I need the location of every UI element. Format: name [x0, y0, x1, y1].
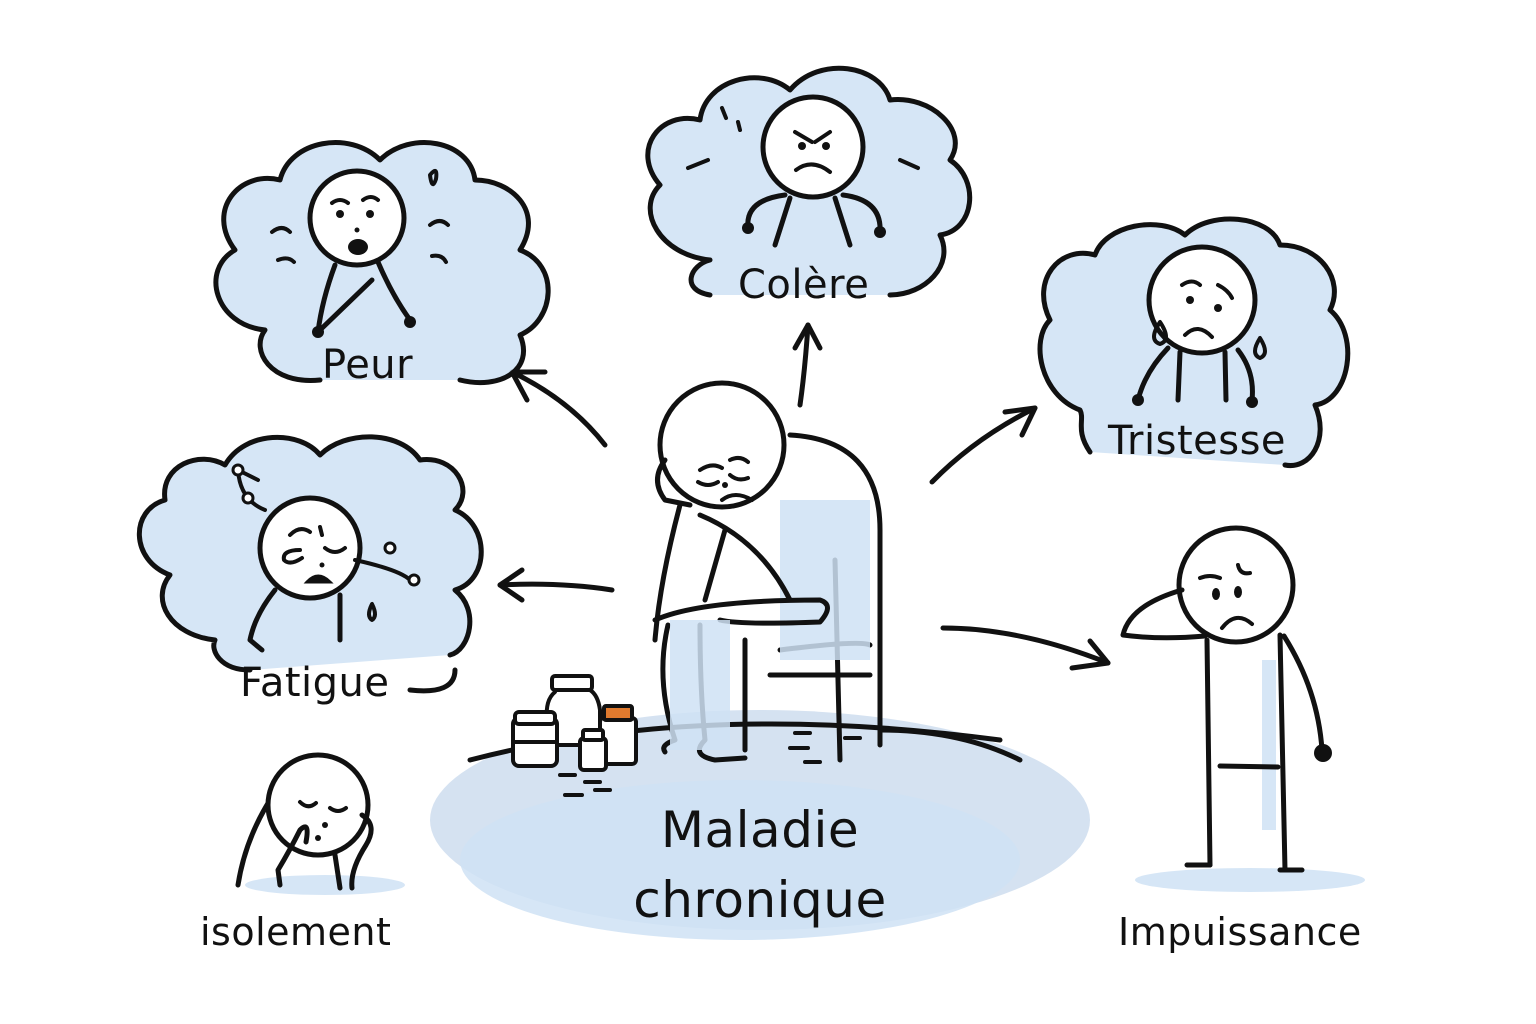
label-impuissance: Impuissance [1118, 910, 1362, 954]
fear-figure-icon [270, 168, 450, 338]
center-label: Maladie chronique [600, 795, 920, 935]
arrow-to-tristesse [929, 405, 1038, 485]
label-colere: Colère [738, 262, 870, 308]
medication-bottles [511, 674, 638, 797]
label-peur: Peur [322, 342, 414, 388]
cloud-colere [645, 65, 973, 298]
label-fatigue: Fatigue [240, 660, 390, 706]
arrow-to-fatigue [497, 567, 615, 603]
arrows [497, 322, 1111, 671]
isolement-figure [235, 752, 405, 895]
label-tristesse: Tristesse [1108, 418, 1287, 464]
fatigue-figure-icon [231, 463, 421, 653]
central-figure [652, 380, 883, 764]
sadness-figure-icon [1132, 244, 1267, 408]
cloud-peur [213, 140, 551, 386]
cloud-tristesse [1037, 216, 1351, 468]
arrow-to-peur [509, 369, 608, 448]
cloud-fatigue [136, 434, 484, 694]
arrow-to-colere [792, 322, 823, 408]
label-isolement: isolement [200, 910, 392, 954]
arrow-to-impuissance [940, 625, 1111, 671]
center-label-line1: Maladie [660, 801, 860, 859]
impuissance-figure [1120, 525, 1365, 892]
anger-figure-icon [686, 94, 920, 248]
center-label-line2: chronique [633, 871, 887, 929]
